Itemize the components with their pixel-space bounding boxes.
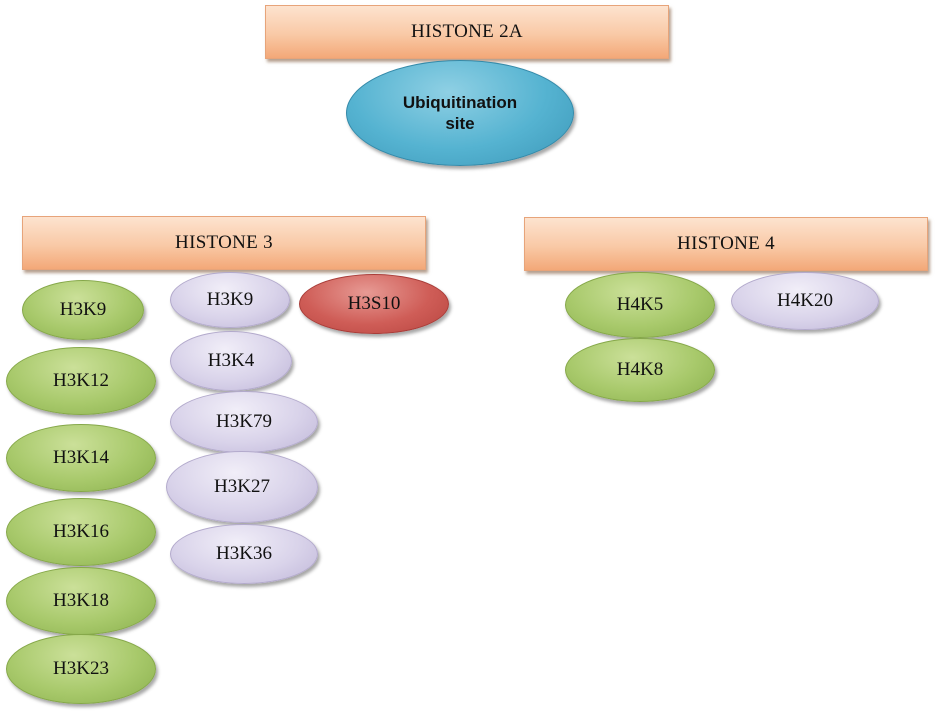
h3-red-site-node: H3S10 bbox=[299, 274, 449, 334]
h3-green-site-node: H3K14 bbox=[6, 424, 156, 492]
site-label: H4K8 bbox=[616, 359, 664, 381]
h3-purple-site-node: H3K27 bbox=[166, 451, 318, 523]
h4-green-site-node: H4K5 bbox=[565, 272, 715, 338]
histone-4-header: HISTONE 4 bbox=[524, 217, 928, 271]
site-label: H3K16 bbox=[53, 521, 109, 543]
h3-green-site-node: H3K23 bbox=[6, 634, 156, 704]
site-label: H3K18 bbox=[53, 590, 109, 612]
site-label: H3K9 bbox=[206, 289, 254, 311]
site-label: H4K20 bbox=[777, 290, 833, 312]
ubiquitination-site-node: Ubiquitination site bbox=[346, 60, 574, 166]
site-label: H3K4 bbox=[207, 350, 255, 372]
ubiquitination-site-label-line1: Ubiquitination bbox=[402, 92, 518, 112]
h3-purple-site-node: H3K79 bbox=[170, 391, 318, 453]
h4-purple-site-node: H4K20 bbox=[731, 272, 879, 330]
site-label: H3K14 bbox=[53, 447, 109, 469]
h3-green-site-node: H3K12 bbox=[6, 347, 156, 415]
site-label: H3K36 bbox=[216, 543, 272, 565]
site-label: H3S10 bbox=[347, 293, 401, 315]
site-label: H3K9 bbox=[59, 299, 107, 321]
histone-2a-header: HISTONE 2A bbox=[265, 5, 669, 59]
site-label: H3K27 bbox=[214, 476, 270, 498]
site-label: H3K23 bbox=[53, 658, 109, 680]
site-label: H3K12 bbox=[53, 370, 109, 392]
histone-4-title: HISTONE 4 bbox=[677, 233, 775, 254]
h3-green-site-node: H3K9 bbox=[22, 280, 144, 340]
histone-3-header: HISTONE 3 bbox=[22, 216, 426, 270]
histone-3-title: HISTONE 3 bbox=[175, 232, 273, 253]
h3-green-site-node: H3K16 bbox=[6, 498, 156, 566]
h3-purple-site-node: H3K36 bbox=[170, 524, 318, 584]
ubiquitination-site-label-line2: site bbox=[445, 114, 475, 133]
site-label: H4K5 bbox=[616, 294, 664, 316]
site-label: H3K79 bbox=[216, 411, 272, 433]
h3-purple-site-node: H3K4 bbox=[170, 331, 292, 391]
histone-2a-title: HISTONE 2A bbox=[411, 21, 523, 42]
h3-green-site-node: H3K18 bbox=[6, 567, 156, 635]
h3-purple-site-node: H3K9 bbox=[170, 272, 290, 328]
h4-green-site-node: H4K8 bbox=[565, 338, 715, 402]
